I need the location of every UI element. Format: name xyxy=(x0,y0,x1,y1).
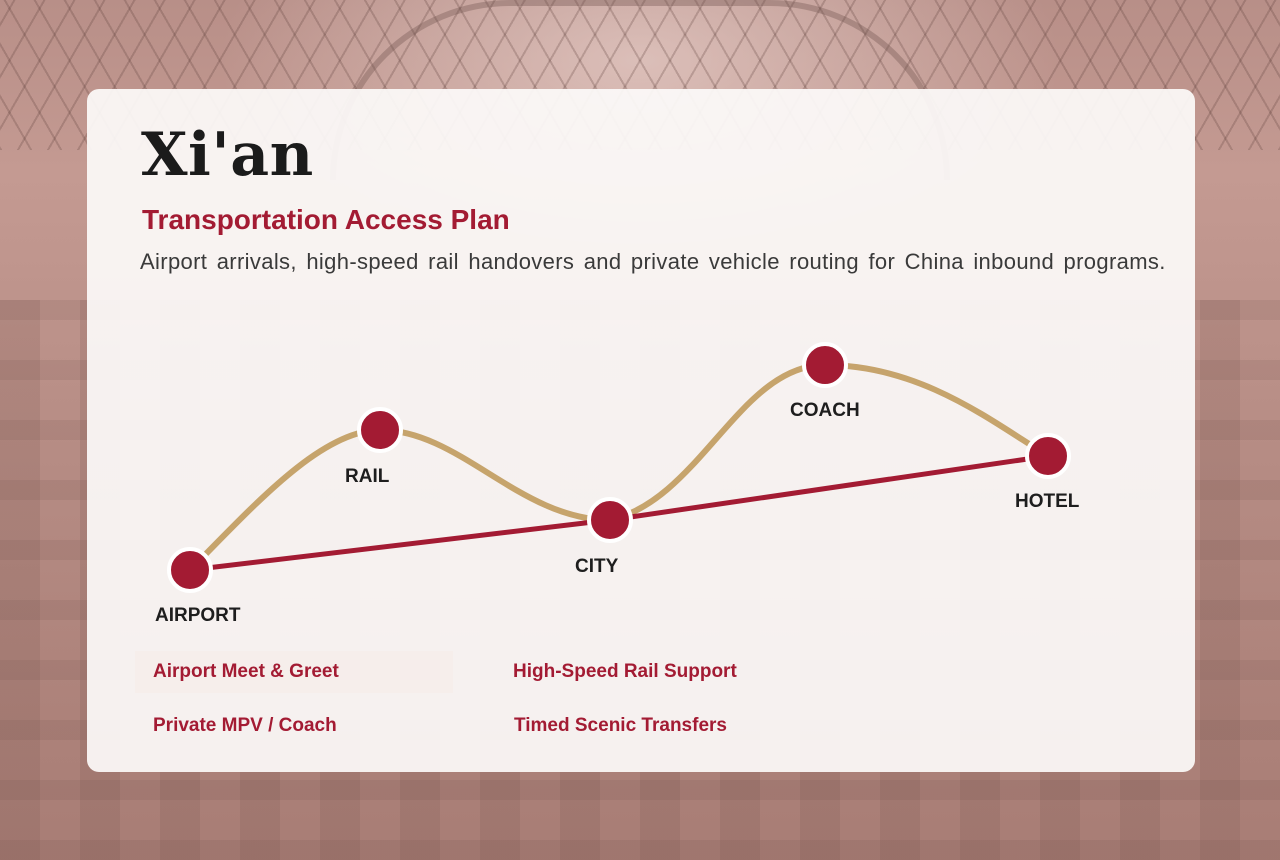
service-timed-scenic-transfers: Timed Scenic Transfers xyxy=(514,715,727,736)
service-high-speed-rail: High-Speed Rail Support xyxy=(513,661,737,682)
route-node-hotel[interactable] xyxy=(1025,433,1071,479)
route-node-city[interactable] xyxy=(587,497,633,543)
route-node-coach[interactable] xyxy=(802,342,848,388)
page-title: Xi'an xyxy=(141,120,314,190)
route-label-hotel: HOTEL xyxy=(1015,491,1080,512)
route-label-rail: RAIL xyxy=(345,466,390,487)
route-label-airport: AIRPORT xyxy=(155,605,241,626)
service-private-mpv-coach: Private MPV / Coach xyxy=(153,715,337,736)
route-node-airport[interactable] xyxy=(167,547,213,593)
route-node-rail[interactable] xyxy=(357,407,403,453)
page-description: Airport arrivals, high-speed rail handov… xyxy=(140,249,1166,274)
page-subtitle: Transportation Access Plan xyxy=(142,204,510,235)
service-airport-meet-greet: Airport Meet & Greet xyxy=(135,651,453,693)
route-label-coach: COACH xyxy=(790,400,860,421)
route-label-city: CITY xyxy=(575,556,619,577)
